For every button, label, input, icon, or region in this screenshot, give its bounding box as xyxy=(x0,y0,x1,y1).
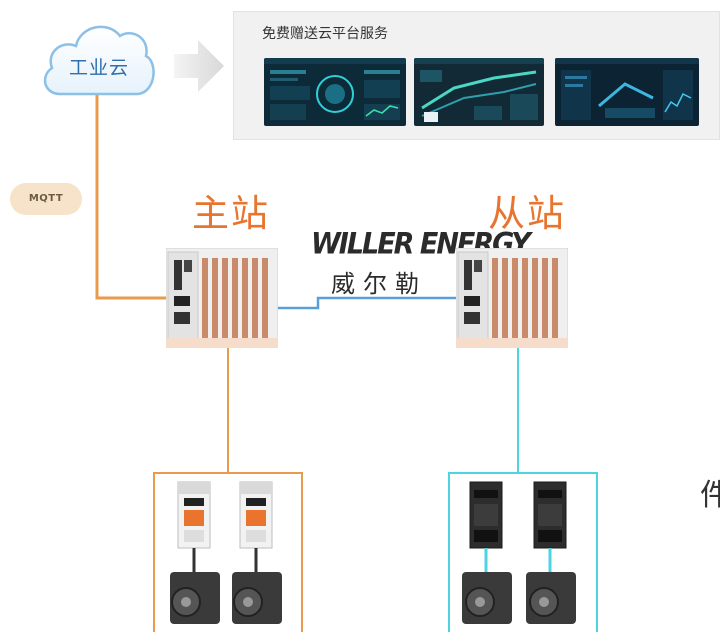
edge-text: 件 xyxy=(700,478,720,513)
cloud-label: 工业云 xyxy=(68,57,129,79)
plc-master-icon[interactable] xyxy=(166,248,278,348)
dashboard-screenshot-icon[interactable] xyxy=(414,58,544,126)
cloud-platform-title: 免费赠送云平台服务 xyxy=(262,26,388,42)
servo-drive-icon[interactable] xyxy=(166,480,224,630)
cloud-to-master-line xyxy=(95,90,170,300)
master-servo-box xyxy=(153,472,303,632)
slave-station-label: 从站 xyxy=(488,192,566,235)
mqtt-badge: MQTT xyxy=(10,183,82,215)
cloud-icon[interactable] xyxy=(36,12,160,102)
dashboard-screenshot-icon[interactable] xyxy=(555,58,699,126)
arrow-right-icon xyxy=(174,40,224,92)
servo-drive-icon[interactable] xyxy=(522,480,580,630)
servo-drive-icon[interactable] xyxy=(458,480,516,630)
slave-servo-box xyxy=(448,472,598,632)
dashboard-screenshot-icon[interactable] xyxy=(264,58,406,126)
brand-logo-chinese: 威尔勒 xyxy=(331,270,427,298)
master-station-label: 主站 xyxy=(192,192,270,235)
servo-drive-icon[interactable] xyxy=(228,480,286,630)
plc-slave-icon[interactable] xyxy=(456,248,568,348)
